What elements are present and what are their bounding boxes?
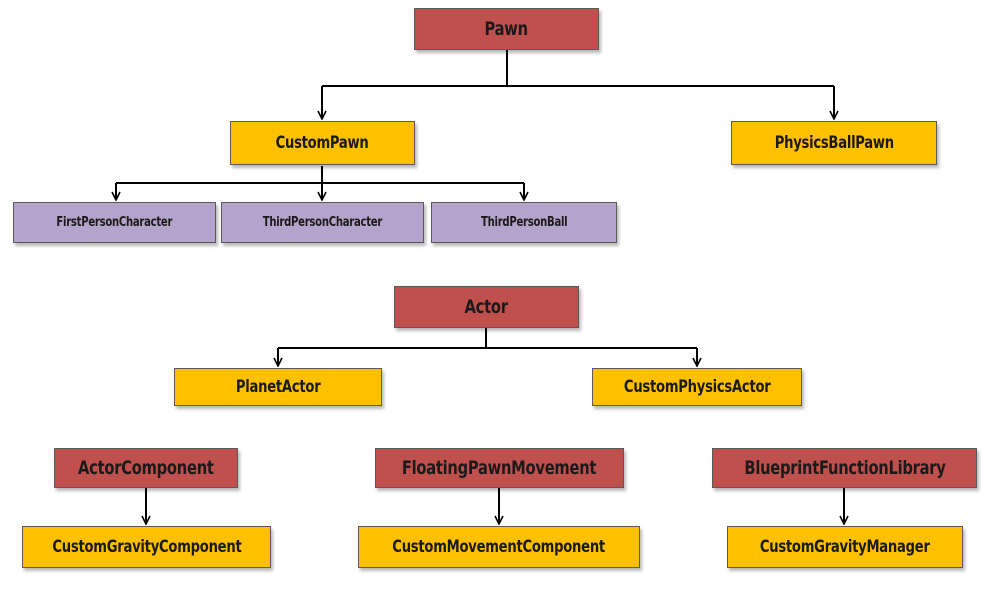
node-first-person-character-label: FirstPersonCharacter [56, 215, 173, 230]
node-custom-pawn: CustomPawn [230, 121, 415, 165]
node-custom-physics-actor: CustomPhysicsActor [592, 368, 802, 406]
node-custom-gravity-manager: CustomGravityManager [727, 526, 963, 568]
node-third-person-ball: ThirdPersonBall [431, 202, 617, 243]
node-pawn-label: Pawn [484, 18, 529, 40]
node-physics-ball-pawn-label: PhysicsBallPawn [774, 133, 894, 153]
node-blueprint-function-library-label: BlueprintFunctionLibrary [743, 457, 946, 479]
node-custom-movement-component: CustomMovementComponent [358, 526, 640, 568]
node-third-person-character: ThirdPersonCharacter [221, 202, 424, 243]
node-blueprint-function-library: BlueprintFunctionLibrary [712, 448, 977, 488]
node-custom-pawn-label: CustomPawn [276, 133, 369, 153]
node-floating-pawn-movement: FloatingPawnMovement [375, 448, 624, 488]
node-physics-ball-pawn: PhysicsBallPawn [731, 121, 937, 165]
node-custom-physics-actor-label: CustomPhysicsActor [623, 377, 771, 397]
node-third-person-character-label: ThirdPersonCharacter [262, 215, 383, 230]
node-custom-gravity-component-label: CustomGravityComponent [51, 537, 242, 557]
node-third-person-ball-label: ThirdPersonBall [480, 215, 568, 230]
node-actor-label: Actor [464, 296, 509, 318]
node-first-person-character: FirstPersonCharacter [13, 202, 216, 243]
node-actor: Actor [394, 286, 579, 328]
node-pawn: Pawn [414, 8, 599, 50]
node-actor-component-label: ActorComponent [78, 457, 214, 479]
node-custom-movement-component-label: CustomMovementComponent [392, 537, 606, 557]
node-custom-gravity-component: CustomGravityComponent [22, 526, 271, 568]
node-actor-component: ActorComponent [54, 448, 238, 488]
node-custom-gravity-manager-label: CustomGravityManager [760, 537, 930, 557]
node-planet-actor: PlanetActor [174, 368, 382, 406]
node-floating-pawn-movement-label: FloatingPawnMovement [402, 457, 597, 479]
node-planet-actor-label: PlanetActor [235, 377, 321, 397]
